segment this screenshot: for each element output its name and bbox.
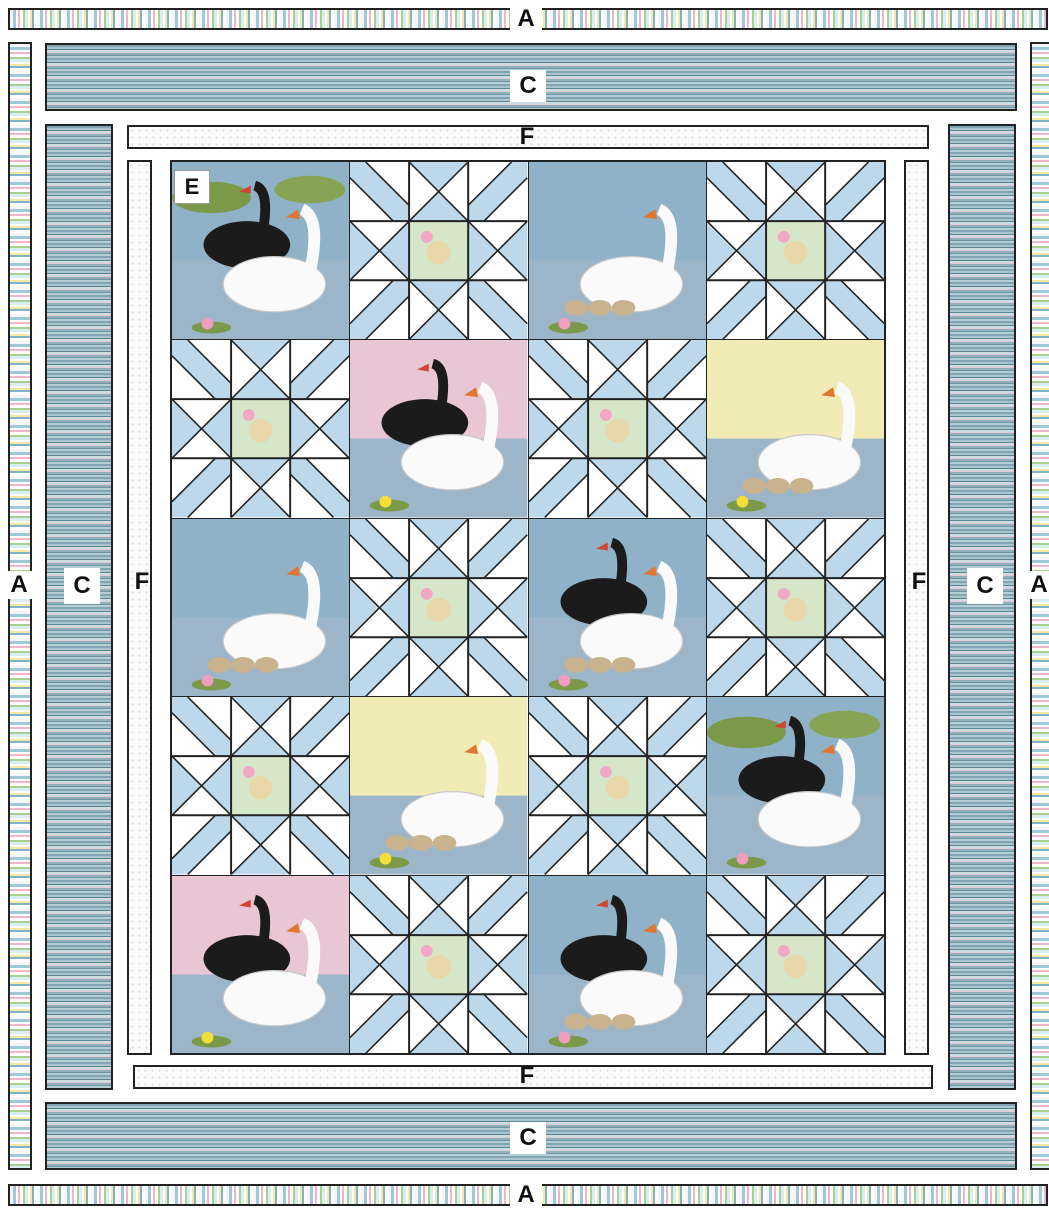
cygnet bbox=[611, 300, 635, 316]
label-c-bottom: C bbox=[510, 1122, 546, 1154]
star-block bbox=[172, 697, 349, 874]
swan-panel bbox=[707, 340, 884, 517]
sash-f-left bbox=[127, 160, 152, 1055]
cygnet bbox=[789, 478, 813, 494]
star-block-art bbox=[350, 876, 527, 1053]
star-block-art bbox=[350, 162, 527, 339]
swan-panel bbox=[707, 697, 884, 874]
swan-panel-art bbox=[172, 519, 349, 696]
star-block bbox=[529, 340, 706, 517]
cygnet bbox=[386, 835, 410, 851]
label-a-bottom: A bbox=[510, 1181, 542, 1209]
cygnet bbox=[207, 657, 231, 673]
cygnet bbox=[588, 657, 612, 673]
cygnet bbox=[255, 657, 279, 673]
cygnet bbox=[564, 300, 588, 316]
cygnet bbox=[564, 657, 588, 673]
star-block-art bbox=[529, 697, 706, 874]
swan-panel-art bbox=[529, 519, 706, 696]
label-f-right: F bbox=[905, 568, 933, 596]
star-block-art bbox=[707, 162, 884, 339]
cygnet bbox=[611, 657, 635, 673]
cygnet bbox=[409, 835, 433, 851]
label-e: E bbox=[174, 170, 210, 204]
swan-panel bbox=[172, 519, 349, 696]
swan-panel-art bbox=[350, 340, 527, 517]
swan-panel-art bbox=[172, 876, 349, 1053]
star-block bbox=[707, 162, 884, 339]
border-a-left bbox=[8, 42, 32, 1170]
border-a-right bbox=[1030, 42, 1049, 1170]
cygnet bbox=[611, 1014, 635, 1030]
swan-panel bbox=[350, 697, 527, 874]
star-block bbox=[529, 697, 706, 874]
label-c-top: C bbox=[510, 70, 546, 102]
label-a-left: A bbox=[3, 571, 35, 599]
star-block-art bbox=[707, 519, 884, 696]
label-f-left: F bbox=[128, 568, 156, 596]
cygnet bbox=[231, 657, 255, 673]
swan-panel bbox=[529, 162, 706, 339]
cygnet bbox=[742, 478, 766, 494]
star-block bbox=[172, 340, 349, 517]
label-a-top: A bbox=[510, 5, 542, 33]
star-block-art bbox=[350, 519, 527, 696]
star-block-art bbox=[172, 697, 349, 874]
label-a-right: A bbox=[1023, 571, 1049, 599]
label-c-right: C bbox=[967, 568, 1003, 604]
swan-panel-art bbox=[529, 876, 706, 1053]
swan-panel-art bbox=[350, 697, 527, 874]
star-block bbox=[707, 876, 884, 1053]
cygnet bbox=[564, 1014, 588, 1030]
star-block-art bbox=[529, 340, 706, 517]
swan-panel-art bbox=[529, 162, 706, 339]
star-block bbox=[350, 876, 527, 1053]
star-block-art bbox=[707, 876, 884, 1053]
sash-f-right bbox=[904, 160, 929, 1055]
star-block bbox=[350, 519, 527, 696]
swan-panel bbox=[529, 876, 706, 1053]
label-f-top: F bbox=[513, 125, 541, 149]
border-c-right bbox=[948, 124, 1016, 1090]
label-f-bottom: F bbox=[513, 1064, 541, 1088]
cygnet bbox=[433, 835, 457, 851]
star-block bbox=[350, 162, 527, 339]
quilt-center-grid bbox=[170, 160, 886, 1055]
swan-panel-art bbox=[707, 340, 884, 517]
swan-panel bbox=[350, 340, 527, 517]
star-block bbox=[707, 519, 884, 696]
label-c-left: C bbox=[64, 568, 100, 604]
border-c-left bbox=[45, 124, 113, 1090]
cygnet bbox=[766, 478, 790, 494]
cygnet bbox=[588, 300, 612, 316]
swan-panel bbox=[172, 876, 349, 1053]
cygnet bbox=[588, 1014, 612, 1030]
star-block-art bbox=[172, 340, 349, 517]
swan-panel-art bbox=[707, 697, 884, 874]
swan-panel bbox=[529, 519, 706, 696]
